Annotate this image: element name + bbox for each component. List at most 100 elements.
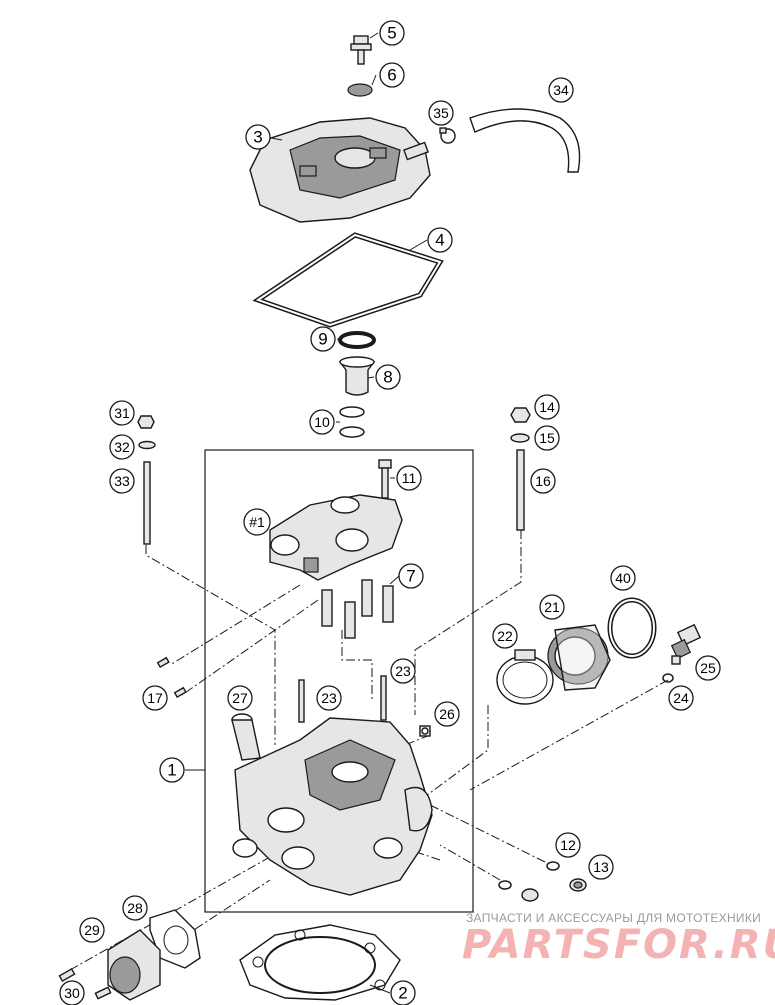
temperature-sensor: [670, 623, 702, 665]
callout-12: 12: [555, 832, 581, 858]
callout-4: 4: [427, 227, 453, 253]
callout-6: 6: [379, 62, 405, 88]
callout-8: 8: [375, 364, 401, 390]
callout-7: 7: [398, 563, 424, 589]
svg-text:14: 14: [539, 399, 555, 415]
seal-ring-12b: [498, 880, 512, 890]
callout-23-right: 23: [390, 658, 416, 684]
svg-text:13: 13: [593, 859, 609, 875]
hose-clamp-22: [496, 649, 554, 705]
callout-22: 22: [492, 623, 518, 649]
svg-text:10: 10: [314, 414, 330, 430]
callout-26: 26: [434, 701, 460, 727]
plug-screw: [419, 725, 431, 737]
screw-17-lower: [173, 686, 187, 699]
valve-cover: [249, 117, 431, 223]
camshaft-bolt: [378, 459, 392, 499]
cylinder-head-group-frame: [204, 449, 474, 913]
svg-text:15: 15: [539, 430, 555, 446]
hose-clamp-40: [607, 597, 657, 659]
o-ring-lower: [339, 426, 365, 438]
svg-text:#1: #1: [249, 514, 265, 530]
callout-32: 32: [109, 434, 135, 460]
svg-text:31: 31: [114, 405, 130, 421]
callout-34: 34: [548, 77, 574, 103]
callout-28: 28: [122, 895, 148, 921]
callout-11: 11: [396, 465, 422, 491]
callout-30: 30: [59, 980, 85, 1005]
bolt-seal: [347, 83, 373, 97]
svg-text:25: 25: [700, 660, 716, 676]
watermark-tagline: ЗАПЧАСТИ И АКСЕССУАРЫ ДЛЯ МОТОТЕХНИКИ: [466, 911, 761, 925]
hose-clamp-small: [439, 127, 456, 144]
callout-29: 29: [79, 917, 105, 943]
callout-13: 13: [588, 854, 614, 880]
manifold-bolt-upper: [58, 967, 76, 983]
svg-text:17: 17: [147, 690, 163, 706]
svg-text:23: 23: [321, 690, 337, 706]
svg-text:12: 12: [560, 837, 576, 853]
svg-text:8: 8: [383, 368, 392, 387]
intake-manifold: [107, 929, 161, 1001]
svg-text:2: 2: [398, 984, 407, 1003]
svg-text:23: 23: [395, 663, 411, 679]
watermark: ЗАПЧАСТИ И АКСЕССУАРЫ ДЛЯ МОТОТЕХНИКИ PA…: [462, 911, 775, 968]
callout-21: 21: [539, 594, 565, 620]
callout-24: 24: [668, 685, 694, 711]
callout-1: 1: [159, 757, 185, 783]
manifold-bolt-lower: [94, 986, 112, 1000]
callout-hash1: #1: [243, 508, 271, 536]
stud-left: [143, 461, 151, 545]
svg-text:3: 3: [253, 128, 262, 147]
valve-cover-bolt: [350, 35, 372, 65]
callout-35: 35: [428, 100, 454, 126]
callout-9: 9: [310, 326, 336, 352]
callout-10: 10: [309, 409, 335, 435]
svg-text:11: 11: [402, 470, 417, 486]
stud-washer-left: [138, 440, 156, 450]
svg-text:9: 9: [318, 330, 327, 349]
svg-text:7: 7: [406, 567, 415, 586]
sensor-seal-ring: [662, 673, 674, 683]
svg-text:1: 1: [167, 761, 176, 780]
intake-flange: [547, 624, 611, 691]
svg-text:21: 21: [544, 599, 560, 615]
plug-13: [521, 878, 587, 902]
callout-27: 27: [227, 685, 253, 711]
svg-text:35: 35: [433, 105, 449, 121]
callout-14: 14: [534, 394, 560, 420]
svg-text:33: 33: [114, 473, 130, 489]
svg-text:4: 4: [435, 231, 444, 250]
o-ring-upper: [339, 406, 365, 418]
callout-5: 5: [379, 20, 405, 46]
svg-text:29: 29: [84, 922, 100, 938]
callout-23-left: 23: [316, 685, 342, 711]
spark-plug-seal-ring: [338, 331, 376, 349]
svg-text:27: 27: [232, 690, 248, 706]
screw-17-upper: [156, 656, 170, 669]
dowel-pin-right: [380, 675, 387, 721]
callout-17: 17: [142, 685, 168, 711]
callout-15: 15: [534, 425, 560, 451]
callout-2: 2: [390, 980, 416, 1005]
svg-text:30: 30: [64, 985, 80, 1001]
dowel-pin-left: [298, 679, 305, 723]
cylinder-head-gasket: [239, 924, 401, 1001]
cylinder-head: [232, 717, 433, 896]
svg-text:6: 6: [387, 66, 396, 85]
stud-nut-right: [510, 407, 531, 423]
intake-gasket: [149, 909, 201, 969]
breather-hose: [469, 108, 581, 173]
callout-33: 33: [109, 468, 135, 494]
callout-3: 3: [245, 124, 271, 150]
callout-40: 40: [610, 565, 636, 591]
svg-text:5: 5: [387, 24, 396, 43]
svg-text:24: 24: [673, 690, 689, 706]
watermark-logo: PARTSFOR.RU: [462, 922, 775, 968]
spark-plug-shaft: [338, 356, 376, 396]
seal-ring-12: [546, 861, 560, 871]
stud-nut-left: [137, 415, 155, 429]
callout-16: 16: [530, 468, 556, 494]
coolant-pipe: [231, 713, 261, 761]
